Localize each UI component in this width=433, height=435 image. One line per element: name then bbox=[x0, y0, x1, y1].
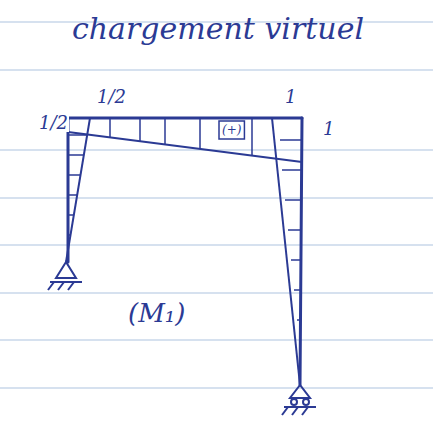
moment-value: 1 bbox=[284, 88, 297, 106]
portal-frame bbox=[68, 118, 302, 385]
moment-diagram bbox=[66, 118, 302, 385]
pin-support bbox=[48, 262, 82, 290]
moment-value: 1 bbox=[322, 120, 335, 138]
diagram-name: (M₁) bbox=[128, 300, 185, 326]
hatching bbox=[68, 118, 302, 320]
sign-box bbox=[219, 121, 244, 139]
sign-label: (+) bbox=[222, 124, 241, 136]
moment-value: 1/2 bbox=[38, 114, 69, 132]
title: chargement virtuel bbox=[72, 14, 364, 44]
moment-value: 1/2 bbox=[96, 88, 127, 106]
roller-support bbox=[282, 385, 316, 415]
ruled-lines bbox=[0, 22, 433, 388]
